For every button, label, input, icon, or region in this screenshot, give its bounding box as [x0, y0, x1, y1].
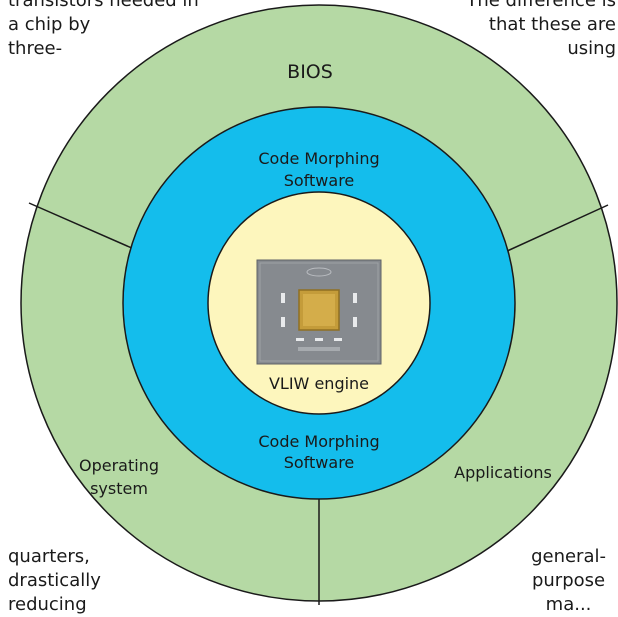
body-text-line: purpose	[531, 570, 606, 591]
body-text-top-right: The difference is that these are using	[466, 0, 616, 61]
body-text-line: drastically	[8, 570, 101, 591]
code-morphing-bottom-line2: Software	[284, 453, 355, 472]
applications-label: Applications	[454, 463, 552, 482]
body-text-line: a chip by	[8, 14, 91, 35]
code-morphing-bottom-line1: Code Morphing	[258, 432, 379, 451]
code-morphing-top-line1: Code Morphing	[258, 149, 379, 168]
segment-divider-left	[28, 202, 135, 250]
code-morphing-top-line2: Software	[284, 171, 355, 190]
body-text-line: general-	[531, 546, 606, 567]
bios-label: BIOS	[287, 61, 333, 83]
body-text-line: reducing	[8, 594, 87, 615]
body-text-line: quarters,	[8, 546, 90, 567]
body-text-top-left: transistors needed in a chip by three-	[8, 0, 199, 61]
body-text-line: ma...	[545, 594, 592, 615]
operating-system-label-line1: Operating	[79, 456, 159, 475]
body-text-line: transistors needed in	[8, 0, 199, 11]
body-text-line: three-	[8, 38, 63, 59]
body-text-line: The difference is	[466, 0, 616, 11]
body-text-bottom-left: quarters, drastically reducing	[8, 545, 101, 617]
body-text-line: using	[567, 38, 616, 59]
body-text-bottom-right: general- purpose ma...	[531, 545, 606, 617]
segment-divider-right	[504, 204, 609, 253]
vliw-engine-label: VLIW engine	[269, 374, 369, 393]
processor-chip-icon	[256, 259, 382, 365]
body-text-line: that these are	[488, 14, 616, 35]
operating-system-label-line2: system	[90, 479, 148, 498]
